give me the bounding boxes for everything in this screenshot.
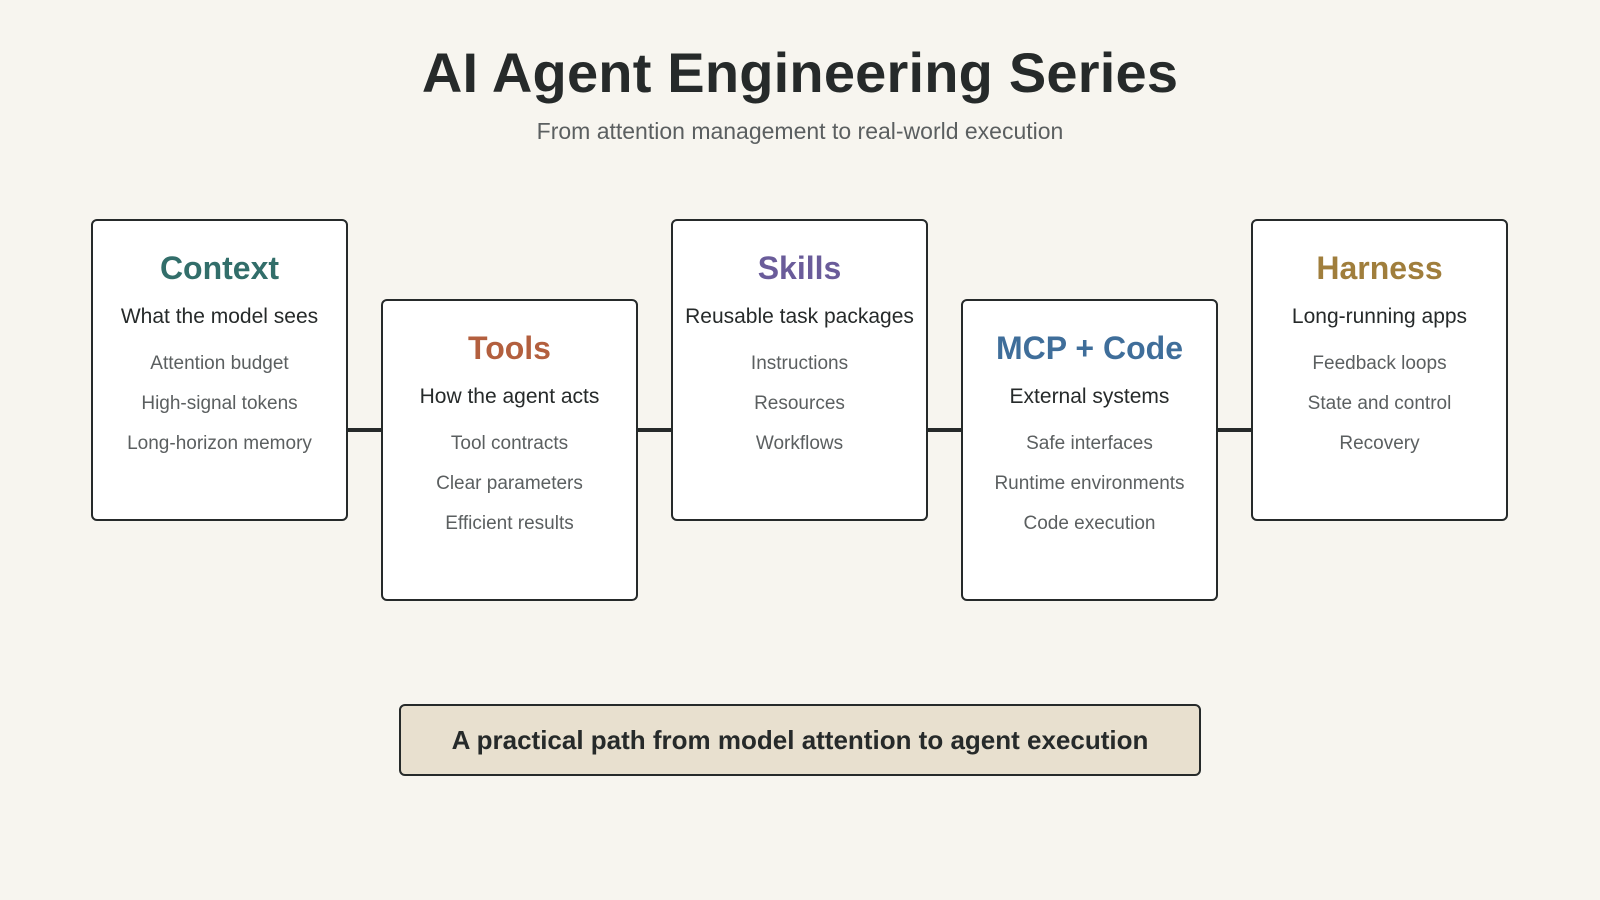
stage-description: External systems [1009, 385, 1170, 408]
stage-item: Safe interfaces [1026, 433, 1153, 454]
stage-item: Code execution [1023, 513, 1156, 534]
stage-item: Efficient results [445, 513, 574, 534]
connector-mcp-harness [1218, 428, 1253, 432]
stage-item-list: Tool contracts Clear parameters Efficien… [383, 424, 636, 544]
stage-item: Recovery [1339, 433, 1420, 454]
stage-item-list: Instructions Resources Workflows [673, 344, 926, 464]
stage-item: Feedback loops [1312, 353, 1447, 374]
stage-item-list: Attention budget High-signal tokens Long… [93, 344, 346, 464]
stage-item-list: Feedback loops State and control Recover… [1253, 344, 1506, 464]
connector-tools-skills [638, 428, 673, 432]
stage-title: MCP + Code [996, 330, 1183, 366]
stage-title: Context [159, 250, 280, 286]
stage-item: Resources [754, 393, 845, 414]
page-subtitle: From attention management to real-world … [536, 118, 1064, 144]
connector-context-tools [348, 428, 383, 432]
stage-item-list: Safe interfaces Runtime environments Cod… [963, 424, 1216, 544]
stage-title: Skills [757, 250, 842, 286]
page-title: AI Agent Engineering Series [421, 41, 1179, 104]
stage-item: Long-horizon memory [127, 433, 312, 454]
footer-text: A practical path from model attention to… [451, 724, 1149, 755]
connector-skills-mcp [928, 428, 963, 432]
stage-description: How the agent acts [419, 385, 600, 408]
stage-description: What the model sees [120, 305, 319, 328]
stage-card-skills: Skills Reusable task packages Instructio… [671, 219, 928, 521]
stage-card-tools: Tools How the agent acts Tool contracts … [381, 299, 638, 601]
stage-card-harness: Harness Long-running apps Feedback loops… [1251, 219, 1508, 521]
stage-card-context: Context What the model sees Attention bu… [91, 219, 348, 521]
stage-item: High-signal tokens [141, 393, 298, 414]
stage-title: Harness [1316, 250, 1443, 286]
stage-item: State and control [1307, 393, 1452, 414]
footer-banner: A practical path from model attention to… [399, 704, 1201, 776]
stage-title: Tools [468, 330, 551, 366]
stage-description: Reusable task packages [685, 305, 914, 328]
stage-item: Tool contracts [450, 433, 569, 454]
stage-item: Runtime environments [994, 473, 1185, 494]
stage-item: Instructions [750, 353, 849, 374]
stage-item: Clear parameters [436, 473, 583, 494]
stage-item: Workflows [755, 433, 844, 454]
stage-item: Attention budget [150, 353, 289, 374]
stage-description: Long-running apps [1291, 305, 1468, 328]
stage-card-mcp-code: MCP + Code External systems Safe interfa… [961, 299, 1218, 601]
